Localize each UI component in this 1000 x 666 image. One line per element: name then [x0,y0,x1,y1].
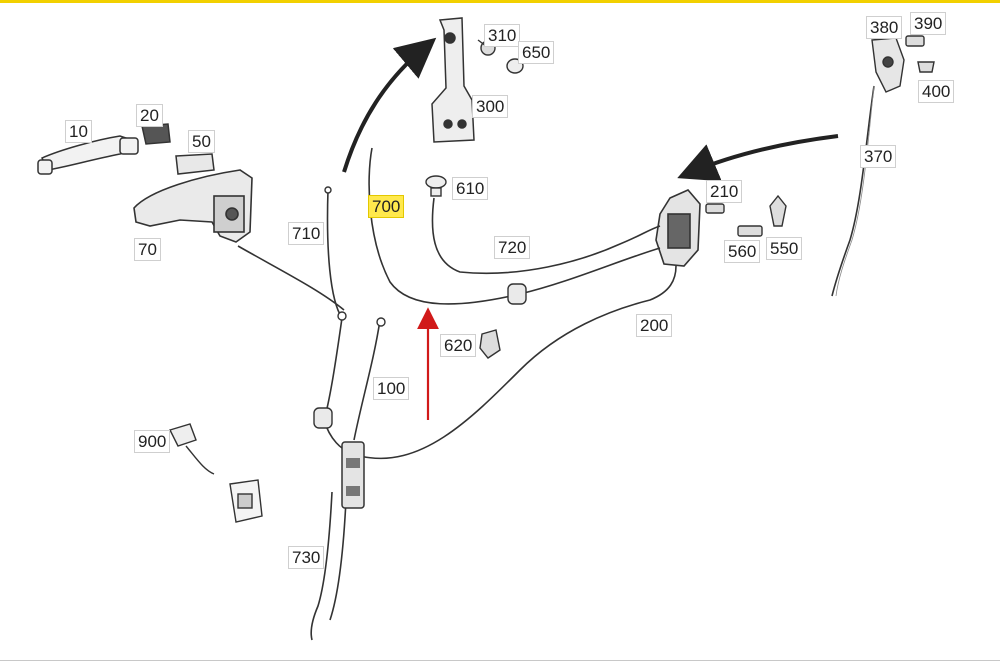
callout-10[interactable]: 10 [65,120,92,143]
actuator-detail [346,458,360,468]
callout-50[interactable]: 50 [188,130,215,153]
callout-20[interactable]: 20 [136,104,163,127]
callout-380[interactable]: 380 [866,16,903,39]
cable-720 [431,197,661,275]
callout-370[interactable]: 370 [860,145,897,168]
cable-370 [831,85,875,297]
callout-550[interactable]: 550 [766,237,803,260]
rod-100 [323,317,351,453]
callout-650[interactable]: 650 [518,41,555,64]
actuator-housing [341,441,365,509]
callout-210[interactable]: 210 [706,180,743,203]
callout-200[interactable]: 200 [636,314,673,337]
control-module-900 [169,423,263,523]
lock-cylinder-part [141,123,171,145]
bottom-divider [0,660,1000,661]
mounting-bracket [431,17,475,143]
clip-620 [479,329,501,359]
callout-730[interactable]: 730 [288,546,325,569]
cable-sleeve-700 [507,283,527,305]
actuator-detail-2 [346,486,360,496]
flow-arrow-to-bracket [342,37,437,173]
door-lock-200 [655,189,701,267]
callout-300[interactable]: 300 [472,95,509,118]
flow-arrow-to-lock [677,134,839,182]
connector-end [337,311,347,321]
handle-cap-cover [175,153,215,175]
latch-bracket-380 [871,37,905,93]
callout-900[interactable]: 900 [134,430,171,453]
callout-560[interactable]: 560 [724,240,761,263]
callout-70[interactable]: 70 [134,238,161,261]
top-accent-bar [0,0,1000,3]
screw-210 [705,203,725,214]
callout-700-highlighted[interactable]: 700 [368,195,405,218]
grommet-610 [425,175,447,197]
connector-end-3 [324,186,332,194]
clip-400 [917,61,935,73]
cable-200 [359,265,677,460]
callout-710[interactable]: 710 [288,222,325,245]
callout-610[interactable]: 610 [452,177,489,200]
callout-390[interactable]: 390 [910,12,947,35]
callout-310[interactable]: 310 [484,24,521,47]
callout-400[interactable]: 400 [918,80,955,103]
cable-700 [368,147,661,305]
handle-rod [237,245,345,311]
callout-620[interactable]: 620 [440,334,477,357]
cable-sleeve [313,407,333,429]
screw-390 [905,35,925,47]
handle-carrier [133,169,253,243]
cable-group [237,147,677,641]
connector-end-2 [376,317,386,327]
cable-730 [310,491,333,641]
callout-100[interactable]: 100 [373,377,410,400]
screw-560 [737,225,763,237]
bolt-550 [769,194,787,227]
outer-door-handle [37,135,139,175]
callout-720[interactable]: 720 [494,236,531,259]
cable-710 [326,189,343,319]
